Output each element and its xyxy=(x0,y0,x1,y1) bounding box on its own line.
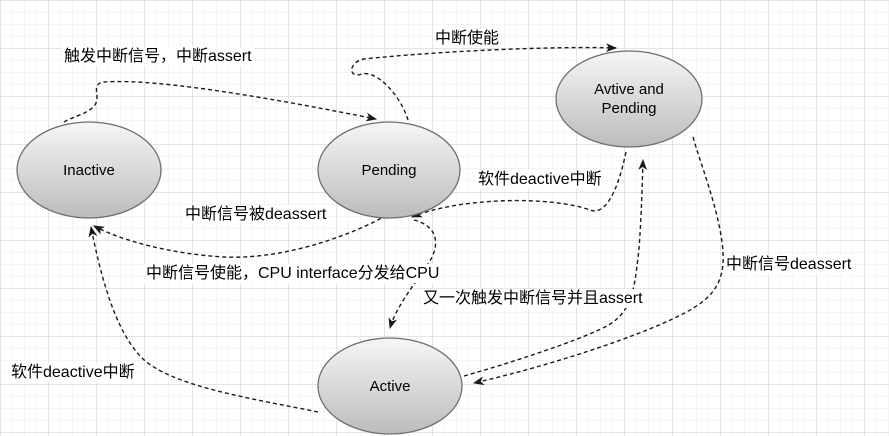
edge-inactive-pending[interactable] xyxy=(63,80,378,123)
edge-label-software-deactivate-bottom[interactable]: 软件deactive中断 xyxy=(9,363,137,382)
state-active[interactable] xyxy=(317,337,463,435)
edge-pending-activepending[interactable] xyxy=(351,43,618,121)
edge-activepending-pending[interactable] xyxy=(410,151,627,218)
edge-label-trigger-again-assert[interactable]: 又一次触发中断信号并且assert xyxy=(421,289,645,308)
edge-label-enable-cpu-interface-dispatch[interactable]: 中断信号使能，CPU interface分发给CPU xyxy=(144,264,442,283)
edge-activepending-active[interactable] xyxy=(472,136,724,386)
edge-label-interrupt-enable[interactable]: 中断使能 xyxy=(433,29,502,48)
edge-active-activepending[interactable] xyxy=(463,158,648,377)
edge-label-trigger-interrupt-assert[interactable]: 触发中断信号，中断assert xyxy=(62,47,254,66)
edge-label-software-deactivate-top[interactable]: 软件deactive中断 xyxy=(476,170,604,189)
edge-pending-inactive[interactable] xyxy=(93,214,388,258)
edge-active-inactive[interactable] xyxy=(88,225,319,413)
state-pending[interactable] xyxy=(317,121,461,219)
edge-label-signal-deasserted[interactable]: 中断信号被deassert xyxy=(183,205,329,224)
state-active-and-pending[interactable] xyxy=(555,50,703,148)
state-inactive[interactable] xyxy=(16,121,162,219)
edge-label-signal-deassert[interactable]: 中断信号deassert xyxy=(724,255,854,274)
